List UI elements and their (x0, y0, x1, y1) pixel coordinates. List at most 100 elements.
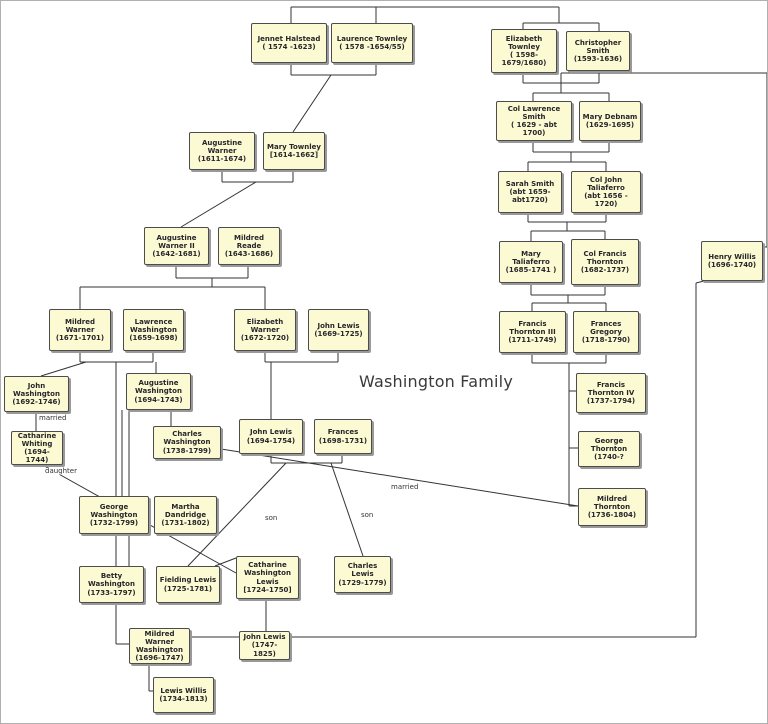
person-name: George Thornton (590, 436, 628, 453)
person-name: Henry Willis (708, 252, 756, 261)
person-box-john-lewis[interactable]: John Lewis(1694-1754) (239, 419, 303, 454)
person-dates: (1738-1799) (162, 446, 212, 455)
person-name: Mary Townley (267, 142, 321, 151)
person-name: Elizabeth Townley (505, 34, 543, 51)
person-dates: (1694-1754) (246, 436, 296, 445)
person-dates: [1724-1750] (243, 585, 292, 594)
person-box-francis-thornton-iv[interactable]: Francis Thornton IV(1737-1794) (576, 373, 646, 413)
person-box-augustine-warner-ii[interactable]: Augustine Warner II(1642-1681) (144, 227, 209, 265)
person-name: Mildred Reade (234, 233, 264, 250)
person-name: Francis Thornton III (509, 319, 556, 336)
relationship-label-married: married (389, 483, 421, 491)
connector-line (180, 181, 257, 228)
person-box-jennet-halstead[interactable]: Jennet Halstead( 1574 -1623) (251, 23, 327, 63)
person-box-john-washington[interactable]: John Washington(1692-1746) (4, 376, 69, 412)
person-dates: (1729-1779) (338, 578, 387, 587)
person-dates: (1747-1825) (251, 641, 278, 658)
person-name: Fielding Lewis (159, 576, 217, 585)
person-dates: (1734-1813) (159, 695, 208, 703)
person-box-martha-dandridge[interactable]: Martha Dandridge(1731-1802) (154, 496, 217, 534)
person-box-frances[interactable]: Frances(1698-1731) (314, 419, 372, 454)
person-box-elizabeth-townley[interactable]: Elizabeth Townley( 1598-1679/1680) (491, 29, 557, 73)
person-box-mildred-reade[interactable]: Mildred Reade(1643-1686) (218, 227, 280, 265)
person-name: Charles Washington (163, 430, 211, 447)
person-box-sarah-smith[interactable]: Sarah Smith(abt 1659- abt1720) (498, 171, 562, 213)
person-box-lawrence-washington[interactable]: Lawrence Washington(1659-1698) (123, 309, 184, 351)
person-box-mildred-warner-washington[interactable]: Mildred Warner Washington(1696-1747) (129, 628, 190, 664)
person-dates: (1696-1740) (707, 261, 757, 269)
person-box-laurence-townley[interactable]: Laurence Townley( 1578 -1654/55) (331, 23, 413, 63)
person-box-christopher-smith[interactable]: Christopher Smith(1593-1636) (566, 31, 630, 71)
person-name: Catharine Whiting (17, 431, 57, 448)
person-dates: (1669-1725) (314, 330, 363, 338)
connector-line (187, 462, 287, 567)
person-name: Jennet Halstead (257, 34, 321, 43)
person-box-betty-washington[interactable]: Betty Washington(1733-1797) (79, 566, 144, 603)
person-name: Frances (327, 428, 359, 437)
chart-title: Washington Family (359, 372, 513, 391)
person-dates: (abt 1656 - 1720) (584, 192, 628, 209)
person-box-fielding-lewis[interactable]: Fielding Lewis(1725-1781) (156, 566, 220, 603)
person-name: John Lewis (317, 321, 360, 330)
person-dates: (1740-? (594, 453, 624, 462)
person-name: Col Francis Thornton (583, 249, 627, 266)
person-dates: (1611-1674) (197, 155, 247, 164)
person-box-augustine-washington[interactable]: Augustine Washington(1694-1743) (126, 373, 191, 410)
person-box-mary-taliaferro[interactable]: Mary Taliaferro(1685-1741 ) (499, 241, 563, 283)
person-box-col-lawrence-smith[interactable]: Col Lawrence Smith( 1629 - abt 1700) (496, 101, 572, 141)
connector-line (220, 448, 579, 507)
person-dates: ( 1574 -1623) (262, 43, 316, 51)
person-box-francis-thornton-iii[interactable]: Francis Thornton III(1711-1749) (499, 311, 566, 353)
person-box-george-thornton[interactable]: George Thornton(1740-? (578, 431, 640, 467)
relationship-label-daughter: daughter (43, 467, 79, 475)
person-box-lewis-willis[interactable]: Lewis Willis(1734-1813) (153, 677, 214, 713)
person-box-mildred-thornton[interactable]: Mildred Thornton(1736-1804) (578, 488, 646, 526)
person-dates: (abt 1659- abt1720) (509, 187, 551, 205)
person-name: Charles Lewis (347, 562, 378, 579)
person-box-mary-townley[interactable]: Mary Townley[1614-1662] (263, 132, 325, 170)
person-name: Mildred Warner Washington (136, 629, 183, 655)
person-box-charles-lewis[interactable]: Charles Lewis(1729-1779) (334, 556, 391, 593)
person-name: John Lewis (243, 633, 286, 642)
person-box-charles-washington[interactable]: Charles Washington(1738-1799) (153, 426, 221, 459)
connector-line (330, 462, 364, 557)
person-name: Col Lawrence Smith (507, 104, 561, 121)
connector-line (695, 280, 705, 284)
person-box-henry-willis[interactable]: Henry Willis(1696-1740) (701, 241, 763, 281)
person-box-catharine-washington-lewis[interactable]: Catharine Washington Lewis[1724-1750] (236, 556, 299, 599)
person-dates: (1725-1781) (163, 584, 213, 593)
person-name: Mary Taliaferro (512, 249, 550, 266)
person-dates: (1694-1744) (24, 448, 50, 465)
person-dates: ( 1629 - abt 1700) (511, 121, 557, 138)
person-dates: (1659-1698) (129, 334, 178, 343)
person-box-col-francis-thornton[interactable]: Col Francis Thornton(1682-1737) (571, 239, 639, 285)
person-box-john-lewis-jr[interactable]: John Lewis(1747-1825) (239, 631, 290, 660)
person-box-mary-debnam[interactable]: Mary Debnam(1629-1695) (579, 101, 641, 141)
person-dates: (1643-1686) (224, 250, 274, 259)
person-box-mildred-warner[interactable]: Mildred Warner(1671-1701) (49, 309, 111, 351)
person-name: John Washington (13, 381, 60, 398)
person-dates: (1696-1747) (135, 654, 184, 663)
person-box-col-john-taliaferro[interactable]: Col John Taliaferro(abt 1656 - 1720) (571, 171, 641, 213)
person-name: Lawrence Washington (130, 317, 177, 334)
person-box-frances-gregory[interactable]: Frances Gregory(1718-1790) (573, 311, 639, 353)
person-box-catharine-whiting[interactable]: Catharine Whiting(1694-1744) (11, 431, 63, 465)
connector-line (214, 557, 237, 567)
person-dates: (1718-1790) (581, 336, 631, 345)
person-dates: (1642-1681) (152, 250, 201, 259)
person-dates: (1593-1636) (573, 55, 623, 64)
person-box-john-lewis-sr[interactable]: John Lewis(1669-1725) (308, 309, 369, 351)
person-dates: (1733-1797) (87, 588, 136, 597)
person-box-elizabeth-warner[interactable]: Elizabeth Warner(1672-1720) (234, 309, 296, 351)
relationship-label-married: married (37, 414, 69, 422)
person-name: Frances Gregory (590, 319, 622, 336)
person-box-george-washington[interactable]: George Washington(1732-1799) (79, 496, 149, 534)
person-dates: ( 1578 -1654/55) (339, 43, 405, 51)
person-dates: (1711-1749) (508, 336, 557, 345)
person-dates: (1736-1804) (587, 511, 637, 520)
person-dates: (1692-1746) (12, 398, 61, 407)
person-box-augustine-warner[interactable]: Augustine Warner(1611-1674) (189, 132, 255, 170)
person-name: Mildred Thornton (593, 494, 631, 511)
